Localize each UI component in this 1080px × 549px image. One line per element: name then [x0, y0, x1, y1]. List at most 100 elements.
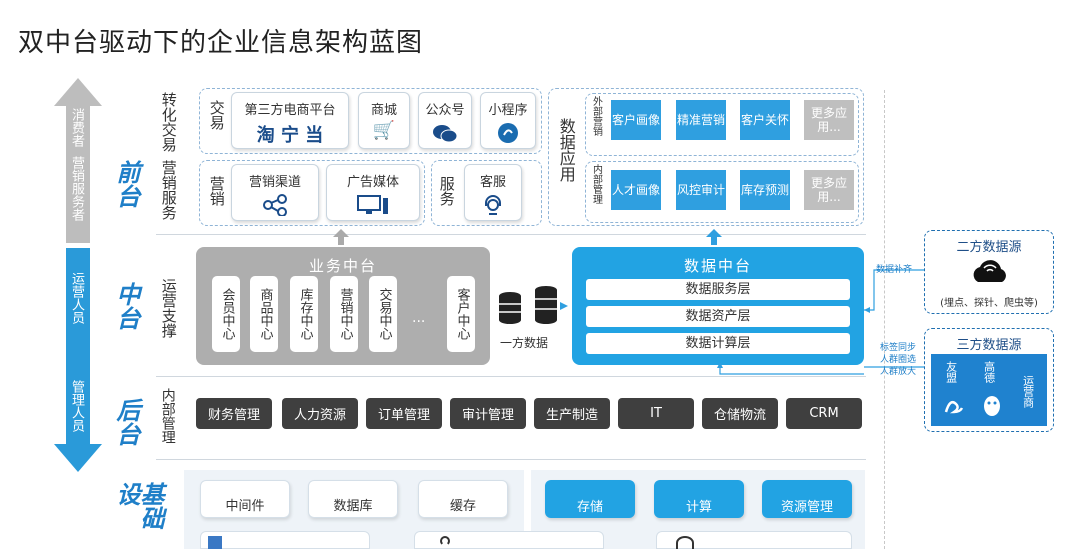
marketing-channel-label: 营销渠道	[248, 175, 301, 190]
warehouse-logistics-button[interactable]: 仓储物流	[702, 398, 778, 429]
cloud-icon	[973, 260, 1006, 282]
cloud-outline-icon	[676, 536, 694, 549]
data-compute-layer[interactable]: 数据计算层	[586, 333, 850, 354]
data-service-layer[interactable]: 数据服务层	[586, 279, 850, 300]
finance-management-button[interactable]: 财务管理	[196, 398, 272, 429]
talent-profile-tile[interactable]: 人才画像	[611, 170, 661, 210]
manufacturing-button[interactable]: 生产制造	[534, 398, 610, 429]
audit-management-button[interactable]: 审计管理	[450, 398, 526, 429]
crowd-expand-label: 人群放大	[880, 367, 917, 377]
wechat-public-label: 公众号	[425, 103, 465, 118]
wechat-public-card[interactable]: 公众号	[418, 92, 472, 149]
internal-management-label: 内部管理	[590, 164, 602, 204]
connector-lines	[864, 269, 926, 368]
member-center[interactable]: 会员中心	[212, 276, 240, 352]
second-party-title: 二方数据源	[956, 240, 1022, 255]
marketing-channel-card[interactable]: 营销渠道	[231, 164, 319, 221]
tag-sync-label: 标签同步	[880, 343, 917, 353]
more-apps-tile[interactable]: 更多应用...	[804, 170, 854, 210]
marketing-service-label: 营销服务	[159, 160, 178, 220]
customer-center[interactable]: 客户中心	[447, 276, 475, 352]
arrow-label-ops: 运营人员	[69, 272, 84, 324]
share-icon	[263, 194, 287, 217]
ops-support-label: 运营支撑	[159, 278, 178, 338]
layer-middle-label: 中台	[112, 282, 140, 330]
internal-management-back-label: 内部管理	[159, 388, 176, 444]
data-application-label: 数据应用	[556, 118, 576, 182]
double-arrow	[54, 78, 102, 472]
wifi-icon	[440, 536, 450, 546]
product-center[interactable]: 商品中心	[250, 276, 278, 352]
middleware-tile[interactable]: 中间件	[200, 480, 290, 518]
customer-care-tile[interactable]: 客户关怀	[740, 100, 790, 140]
ad-media-card[interactable]: 广告媒体	[326, 164, 420, 221]
infra-card	[200, 531, 370, 549]
divider-dashed	[884, 90, 885, 549]
cart-icon: 🛒	[372, 120, 396, 141]
external-marketing-label: 外部营销	[590, 96, 602, 136]
mall-label: 商城	[370, 103, 397, 118]
layer-front-label: 前台	[112, 160, 140, 208]
ecommerce-logos: 淘 宁 当	[256, 125, 324, 146]
arrow-label-consumer: 消费者	[69, 108, 84, 147]
data-asset-layer[interactable]: 数据资产层	[586, 306, 850, 327]
second-party-desc: (埋点、探针、爬虫等)	[940, 298, 1038, 309]
separator-line	[156, 376, 866, 377]
umeng-logo-icon	[944, 401, 964, 414]
storage-tile[interactable]: 存储	[545, 480, 635, 518]
trade-label: 交易	[207, 100, 226, 130]
precision-marketing-tile[interactable]: 精准营销	[676, 100, 726, 140]
database-icon	[499, 286, 568, 324]
ellipsis: ...	[412, 310, 426, 326]
it-button[interactable]: IT	[618, 398, 694, 429]
separator-line	[156, 234, 866, 235]
risk-audit-tile[interactable]: 风控审计	[676, 170, 726, 210]
order-management-button[interactable]: 订单管理	[366, 398, 442, 429]
headset-icon	[485, 195, 501, 215]
resource-management-tile[interactable]: 资源管理	[762, 480, 852, 518]
customer-profile-tile[interactable]: 客户画像	[611, 100, 661, 140]
crowd-select-label: 人群圈选	[880, 355, 917, 365]
arrow-label-manager: 管理人员	[69, 380, 84, 432]
umeng-tile[interactable]: 友盟	[933, 356, 969, 388]
marketing-center[interactable]: 营销中心	[330, 276, 358, 352]
customer-service-label: 客服	[479, 175, 506, 190]
third-party-title: 三方数据源	[956, 338, 1022, 353]
database-tile[interactable]: 数据库	[308, 480, 398, 518]
ecommerce-card[interactable]: 第三方电商平台 淘 宁 当	[231, 92, 349, 149]
crm-button[interactable]: CRM	[786, 398, 862, 429]
layer-infra-label: 基础设	[112, 482, 164, 530]
server-icon	[208, 536, 222, 549]
ad-media-label: 广告媒体	[346, 175, 399, 190]
amap-tile[interactable]: 高德	[971, 356, 1007, 388]
more-apps-tile[interactable]: 更多应用...	[804, 100, 854, 140]
ecommerce-label: 第三方电商平台	[244, 103, 336, 118]
customer-service-card[interactable]: 客服	[464, 164, 522, 221]
marketing-label: 营销	[207, 176, 226, 206]
wechat-icon	[433, 125, 458, 143]
up-arrow-icon	[706, 229, 722, 245]
qq-penguin-icon	[984, 396, 1000, 416]
monitor-icon	[357, 195, 388, 214]
mini-program-icon	[498, 123, 518, 143]
mini-program-label: 小程序	[488, 103, 528, 118]
up-arrow-icon	[333, 229, 349, 245]
connector-lines	[717, 362, 864, 375]
business-platform-title: 业务中台	[308, 257, 377, 275]
page-title: 双中台驱动下的企业信息架构蓝图	[18, 28, 424, 58]
cache-tile[interactable]: 缓存	[418, 480, 508, 518]
data-platform-title: 数据中台	[683, 257, 752, 275]
mall-card[interactable]: 商城 🛒	[358, 92, 410, 149]
first-party-data-label: 一方数据	[500, 336, 549, 350]
service-label: 服务	[437, 176, 456, 206]
inventory-forecast-tile[interactable]: 库存预测	[740, 170, 790, 210]
mini-program-card[interactable]: 小程序	[480, 92, 536, 149]
inventory-center[interactable]: 库存中心	[290, 276, 318, 352]
layer-back-label: 后台	[112, 398, 140, 446]
trade-center[interactable]: 交易中心	[369, 276, 397, 352]
human-resources-button[interactable]: 人力资源	[282, 398, 358, 429]
arrow-label-marketer: 营销服务者	[69, 156, 84, 221]
separator-line	[156, 459, 866, 460]
compute-tile[interactable]: 计算	[654, 480, 744, 518]
carrier-tile[interactable]: 运营商	[1012, 360, 1044, 422]
